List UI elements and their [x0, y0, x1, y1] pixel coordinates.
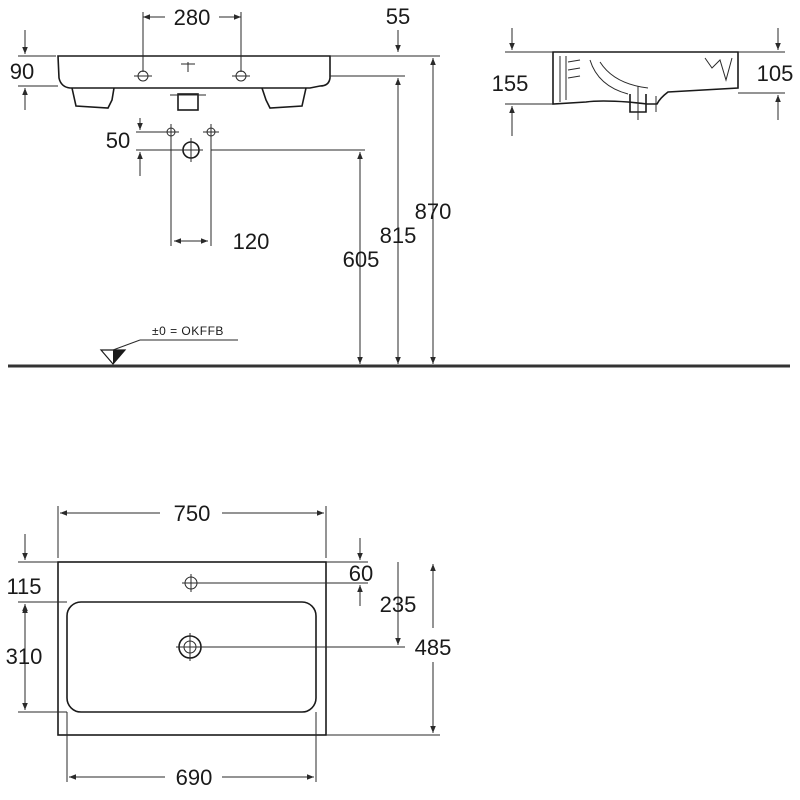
plan-outer-outline	[57, 561, 327, 736]
basin-left-foot	[71, 87, 115, 109]
floor-reference: ±0 = OKFFB	[8, 324, 790, 368]
dim-tap-to-drain: 235	[380, 592, 417, 617]
side-bowl-curve-inner	[599, 61, 649, 89]
level-marker-fill	[113, 350, 125, 364]
basin-right-foot	[261, 87, 307, 109]
dim-rim-top-height: 870	[415, 199, 452, 224]
dim-back-to-bowl: 115	[6, 574, 41, 599]
dim-rim-height: 90	[10, 59, 34, 84]
dim-bowl-width: 690	[176, 765, 213, 790]
dim-bowl-height: 815	[380, 223, 417, 248]
level-leader	[112, 339, 141, 351]
basin-front-outline	[57, 55, 331, 89]
dim-tap-spacing: 280	[174, 5, 211, 30]
dim-overall-width: 750	[174, 501, 211, 526]
dim-inlet-height: 605	[343, 247, 380, 272]
plan-bowl-outline	[66, 601, 317, 713]
plan-view: 750 690 115 310 60 235 485	[6, 501, 452, 790]
side-view: 155 105	[492, 28, 794, 136]
front-view: 280 55 90 50 120	[10, 4, 452, 364]
side-detail	[567, 75, 581, 79]
floor-reference-label: ±0 = OKFFB	[152, 324, 224, 338]
dim-bowl-depth: 310	[6, 644, 43, 669]
dim-side-overall: 155	[492, 71, 529, 96]
dim-side-front: 105	[757, 61, 794, 86]
side-overflow-detail	[704, 57, 733, 82]
drain-trap	[177, 93, 199, 111]
dim-overall-depth: 485	[415, 635, 452, 660]
side-bowl-curve	[589, 59, 629, 95]
dim-top-offset: 55	[386, 4, 410, 29]
dim-inlet-horizontal: 120	[233, 229, 270, 254]
basin-side-outline	[552, 51, 739, 105]
dim-tap-offset: 60	[349, 561, 373, 586]
dim-inlet-vertical: 50	[106, 128, 130, 153]
side-detail	[567, 59, 581, 63]
side-detail	[567, 67, 581, 71]
